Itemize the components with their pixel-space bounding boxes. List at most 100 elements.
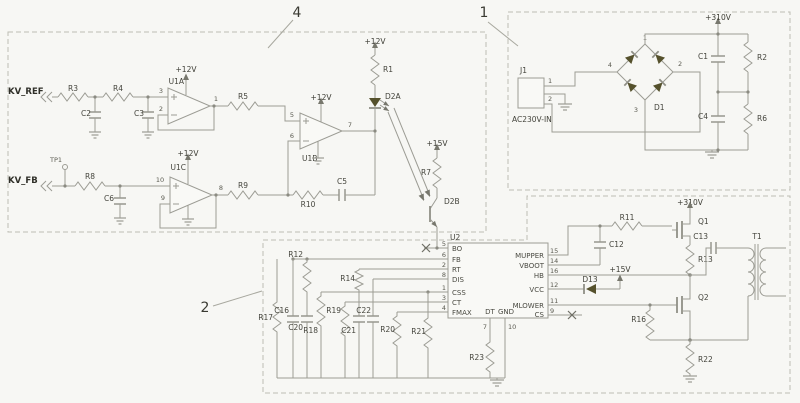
capacitor-C13-label: C13 <box>693 232 708 241</box>
ground-icon <box>683 375 697 383</box>
u2-pin-label-hb: HB <box>534 272 544 280</box>
bridge-rectifier-D1 <box>616 43 674 101</box>
resistor-R4-label: R4 <box>113 84 123 93</box>
resistor-R8-label: R8 <box>85 172 95 181</box>
resistor-R18 <box>316 292 326 378</box>
dashed-box-feedback-section <box>7 31 487 233</box>
wire <box>690 247 711 276</box>
ground-icon <box>312 141 324 165</box>
resistor-R10-label: R10 <box>301 200 316 209</box>
u2-pin-num-dis: 8 <box>442 271 446 279</box>
leader-line-1 <box>487 21 519 47</box>
u2-pin-num-css: 1 <box>442 284 446 292</box>
resistor-R23-label: R23 <box>469 353 484 362</box>
timing-network <box>272 259 505 387</box>
resistor-R22-label: R22 <box>698 355 713 364</box>
resistor-R17 <box>272 259 282 378</box>
u1c-pin-out: 8 <box>219 184 223 192</box>
net-label-310v: +310V <box>705 13 732 22</box>
resistor-R8 <box>74 181 106 191</box>
resistor-R11 <box>611 221 643 231</box>
resistor-R5-label: R5 <box>238 92 248 101</box>
capacitor-C4-label: C4 <box>698 112 708 121</box>
plus-sign <box>171 94 177 100</box>
resistor-R4 <box>102 92 134 102</box>
no-connect-icon <box>421 243 431 253</box>
ground-icon <box>89 131 101 139</box>
resistor-R17-label: R17 <box>258 313 273 322</box>
dashed-box-input-section <box>507 11 791 191</box>
junction-dot <box>746 90 750 94</box>
u2-pin-label-dt: DT <box>485 308 495 316</box>
transistor-D2B-label: D2B <box>444 197 460 206</box>
opamp-U1B-label: U1B <box>302 154 317 163</box>
resistor-R7-label: R7 <box>421 168 431 177</box>
junction-dot <box>146 95 150 99</box>
resistor-R9-label: R9 <box>238 181 248 190</box>
u1a-pin-out: 1 <box>214 95 218 103</box>
u2-pin-label-vcc: VCC <box>529 286 544 294</box>
u2-pin-label-bo: BO <box>452 245 463 253</box>
connector-J1-label: J1 <box>519 66 527 75</box>
resistor-R6 <box>743 103 753 135</box>
junction-dot <box>118 184 122 188</box>
u2-pin-num-bo: 5 <box>442 240 446 248</box>
u2-pin-label-mlower: MLOWER <box>513 302 545 310</box>
net-label-15v: +15V <box>610 265 632 274</box>
mosfet-Q1 <box>672 216 691 245</box>
led-D2A-label: D2A <box>385 92 402 101</box>
resistor-R20 <box>392 312 402 378</box>
resistor-R3-label: R3 <box>68 84 78 93</box>
resistor-R9 <box>227 190 259 200</box>
u2-pin-num-vboot: 14 <box>550 257 558 265</box>
power-arrow-icon <box>183 73 189 95</box>
u2-pin-label-cs: CS <box>535 311 545 319</box>
power-arrow-icon <box>318 97 324 122</box>
power-arrow-icon <box>687 201 693 216</box>
optocoupler-transistor-D2B <box>429 188 438 248</box>
ground-icon <box>705 150 719 159</box>
resistor-R14 <box>353 269 365 378</box>
controller-section: U2 5 6 2 8 1 3 4 BO FB RT DIS CSS CT FMA… <box>258 198 786 387</box>
diode-D13-label: D13 <box>582 275 598 284</box>
diode-D13 <box>586 284 596 294</box>
u2-pin-num-gnd: 10 <box>508 323 516 331</box>
resistor-R18-label: R18 <box>303 326 318 335</box>
u2-pin-label-gnd: GND <box>498 308 514 316</box>
power-arrow-icon <box>715 17 721 34</box>
opamp-U1A <box>167 87 212 125</box>
resistor-R21 <box>423 292 433 378</box>
u1b-pin-inn: 6 <box>290 132 294 140</box>
j1-pin-2: 2 <box>548 95 552 103</box>
resistor-R19-label: R19 <box>326 306 341 315</box>
u2-pin-label-mupper: MUPPER <box>515 252 544 260</box>
u1a-pin-inp: 3 <box>159 87 163 95</box>
plus-sign <box>173 183 179 189</box>
resistor-R1-label: R1 <box>383 65 393 74</box>
mains-input-section: J1 1 2 AC230V-IN 4 1 3 2 D1 +310V <box>512 13 767 159</box>
opamp-U1C <box>169 176 214 214</box>
capacitor-C21-label: C21 <box>341 326 356 335</box>
section-4-label: 4 <box>293 5 302 21</box>
resistor-R22 <box>685 340 695 376</box>
power-arrow-icon <box>372 41 378 55</box>
junction-dot <box>435 246 439 250</box>
resistor-R2 <box>743 41 753 73</box>
junction-dot <box>93 95 97 99</box>
wire-j1-pin1 <box>544 71 617 87</box>
u2-pin-num-cs: 9 <box>550 307 554 315</box>
resistor-R5 <box>227 101 259 111</box>
resistor-R2-label: R2 <box>757 53 767 62</box>
test-point-TP1 <box>62 164 68 186</box>
wire-dc-minus <box>644 100 748 151</box>
capacitor-C16-label: C16 <box>274 306 289 315</box>
resistor-R6-label: R6 <box>757 114 767 123</box>
mosfet-Q2 <box>672 275 691 340</box>
resistor-R3 <box>57 92 89 102</box>
net-label-kv-fb: KV_FB <box>8 176 38 186</box>
junction-dot <box>648 303 652 307</box>
ic-U2 <box>447 242 549 319</box>
net-label-12v: +12V <box>311 93 333 102</box>
junction-dot <box>373 129 377 133</box>
u2-pin-label-vboot: VBOOT <box>519 262 544 270</box>
